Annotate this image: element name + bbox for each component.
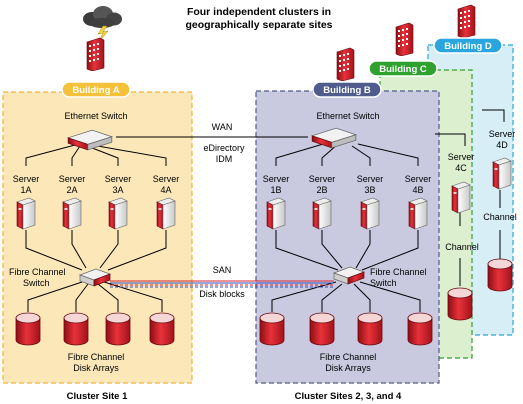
site1-fc-switch-label-line2: Switch bbox=[23, 278, 50, 288]
server-4a-icon bbox=[156, 197, 176, 230]
site4-links bbox=[482, 109, 505, 260]
server-1a-label-line2: 1A bbox=[20, 185, 31, 195]
wan-label: WAN bbox=[212, 122, 233, 132]
site2-fibre-links bbox=[271, 230, 421, 312]
server-4b-label-line1: Server bbox=[405, 174, 432, 184]
server-4d-label-line1: Server bbox=[489, 129, 516, 139]
caption-sites234: Cluster Sites 2, 3, and 4 bbox=[295, 391, 402, 402]
idm-label: IDM bbox=[216, 154, 233, 164]
site2-arrays-label-line2: Disk Arrays bbox=[325, 363, 371, 373]
server-4a-label-line2: 4A bbox=[160, 185, 171, 195]
site2-ethernet-links bbox=[275, 141, 419, 166]
badge-building-b-label: Building B bbox=[323, 85, 371, 96]
server-2b-icon bbox=[312, 197, 332, 230]
building-a-icon bbox=[86, 37, 105, 71]
disk-array-3b-icon bbox=[357, 312, 383, 346]
caption-site1: Cluster Site 1 bbox=[67, 391, 128, 402]
server-4b-icon bbox=[408, 197, 428, 230]
disk-array-3a-icon bbox=[105, 312, 131, 346]
site4-channel-label: Channel bbox=[483, 212, 517, 222]
site1-fibre-links bbox=[25, 230, 167, 312]
title-line2: geographically separate sites bbox=[185, 19, 332, 31]
storm-cloud-icon bbox=[83, 6, 122, 43]
server-3a-label-line2: 3A bbox=[112, 185, 123, 195]
site1-switch-label: Ethernet Switch bbox=[64, 111, 127, 121]
site2-fc-switch-label-line1: Fibre Channel bbox=[370, 267, 427, 277]
building-c-icon bbox=[395, 22, 414, 56]
server-1a-label-line1: Server bbox=[13, 174, 40, 184]
disk-array-c-icon bbox=[447, 287, 473, 321]
server-2b-label-line1: Server bbox=[309, 174, 336, 184]
disk-blocks-label: Disk blocks bbox=[199, 289, 245, 299]
badge-building-a: Building A bbox=[61, 81, 131, 98]
badge-building-c-label: Building C bbox=[379, 64, 427, 75]
server-2a-label-line2: 2A bbox=[66, 185, 77, 195]
site3-channel-label: Channel bbox=[445, 242, 479, 252]
server-1b-label-line2: 1B bbox=[270, 185, 281, 195]
san-link bbox=[110, 280, 334, 288]
badge-building-a-label: Building A bbox=[72, 85, 119, 96]
site1-fc-switch-label-line1: Fibre Channel bbox=[9, 267, 66, 277]
server-1b-label-line1: Server bbox=[263, 174, 290, 184]
badge-building-c: Building C bbox=[368, 60, 438, 77]
server-3a-label-line1: Server bbox=[105, 174, 132, 184]
edirectory-label: eDirectory bbox=[203, 143, 245, 153]
disk-array-1a-icon bbox=[15, 312, 41, 346]
site2-switch-label: Ethernet Switch bbox=[316, 111, 379, 121]
title-line1: Four independent clusters in bbox=[187, 6, 331, 18]
disk-array-4a-icon bbox=[149, 312, 175, 346]
disk-array-d-icon bbox=[487, 258, 513, 292]
disk-array-1b-icon bbox=[259, 312, 285, 346]
server-1b-icon bbox=[266, 197, 286, 230]
server-2a-icon bbox=[62, 197, 82, 230]
badge-building-d: Building D bbox=[433, 37, 503, 54]
site2-fc-switch-label-line2: Switch bbox=[370, 278, 397, 288]
server-3b-label-line2: 3B bbox=[364, 185, 375, 195]
site2-arrays-label-line1: Fibre Channel bbox=[320, 352, 377, 362]
site1-ethernet-links bbox=[25, 144, 167, 166]
server-4a-label-line1: Server bbox=[153, 174, 180, 184]
server-4c-label-line2: 4C bbox=[455, 163, 467, 173]
server-3b-icon bbox=[360, 197, 380, 230]
server-3b-label-line1: Server bbox=[357, 174, 384, 184]
site1-arrays-label-line2: Disk Arrays bbox=[73, 363, 119, 373]
server-4d-label-line2: 4D bbox=[496, 140, 508, 150]
badge-building-d-label: Building D bbox=[444, 41, 492, 52]
disk-array-2b-icon bbox=[309, 312, 335, 346]
badge-building-b: Building B bbox=[312, 81, 382, 98]
san-label: SAN bbox=[213, 265, 232, 275]
server-4b-label-line2: 4B bbox=[412, 185, 423, 195]
building-b-icon bbox=[336, 47, 355, 81]
server-4c-label-line1: Server bbox=[448, 152, 475, 162]
disk-array-2a-icon bbox=[63, 312, 89, 346]
site1-arrays-label-line1: Fibre Channel bbox=[68, 352, 125, 362]
disk-array-4b-icon bbox=[407, 312, 433, 346]
server-4c-icon bbox=[451, 181, 471, 214]
server-2b-label-line2: 2B bbox=[316, 185, 327, 195]
server-4d-icon bbox=[492, 157, 512, 190]
server-2a-label-line1: Server bbox=[59, 174, 86, 184]
server-1a-icon bbox=[16, 197, 36, 230]
server-3a-icon bbox=[108, 197, 128, 230]
building-d-icon bbox=[457, 4, 476, 38]
